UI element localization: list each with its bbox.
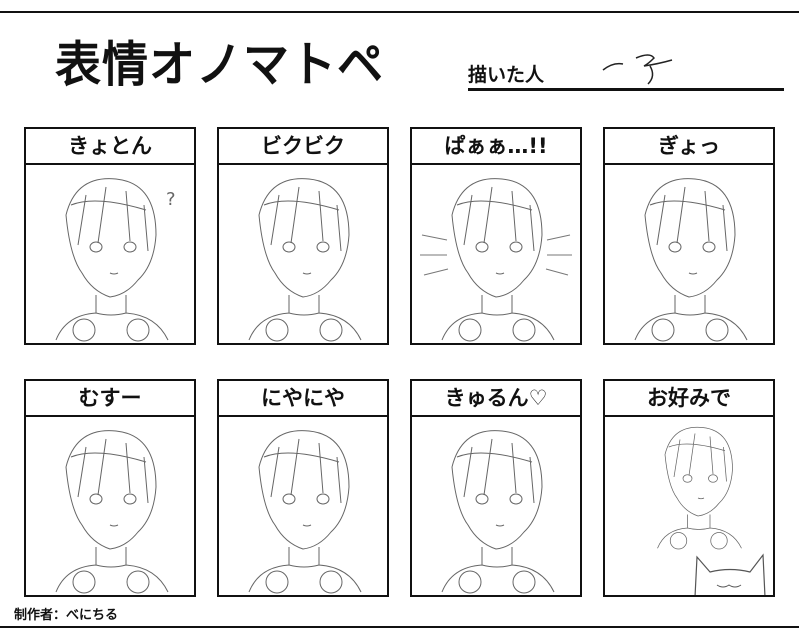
panel-label: きょとん <box>26 129 194 165</box>
character-sketch <box>55 430 169 594</box>
expression-panel: きゅるん♡ <box>410 379 582 597</box>
svg-text:?: ? <box>166 189 176 210</box>
panel-label: むすー <box>26 381 194 417</box>
top-rule <box>0 11 799 13</box>
character-sketch <box>420 178 572 342</box>
character-sketch <box>441 430 555 594</box>
panel-label: ビクビク <box>219 129 387 165</box>
character-sketch: ? <box>55 178 176 342</box>
character-sketch <box>634 178 748 342</box>
panel-label: ぱぁぁ…!! <box>412 129 580 165</box>
character-sketch <box>248 178 362 342</box>
panel-label: にやにや <box>219 381 387 417</box>
panel-label: ぎょっ <box>605 129 773 165</box>
expression-panel: お好みで <box>603 379 775 597</box>
character-sketch <box>657 426 766 595</box>
credit-text: 制作者：べにちる <box>14 608 119 623</box>
panel-label: お好みで <box>605 381 773 417</box>
artist-signature <box>602 54 673 85</box>
expression-panel: にやにや <box>217 379 389 597</box>
expression-panel: きょとん? <box>24 127 196 345</box>
expression-panel: むすー <box>24 379 196 597</box>
bottom-rule <box>0 626 799 628</box>
expression-panel: ぎょっ <box>603 127 775 345</box>
artist-field: 描いた人 <box>468 54 784 91</box>
expression-panel: ぱぁぁ…!! <box>410 127 582 345</box>
expression-panel: ビクビク <box>217 127 389 345</box>
artist-label: 描いた人 <box>468 64 545 86</box>
page-title: 表情オノマトペ <box>55 35 384 93</box>
character-sketch <box>248 430 362 594</box>
panel-label: きゅるん♡ <box>412 381 580 417</box>
